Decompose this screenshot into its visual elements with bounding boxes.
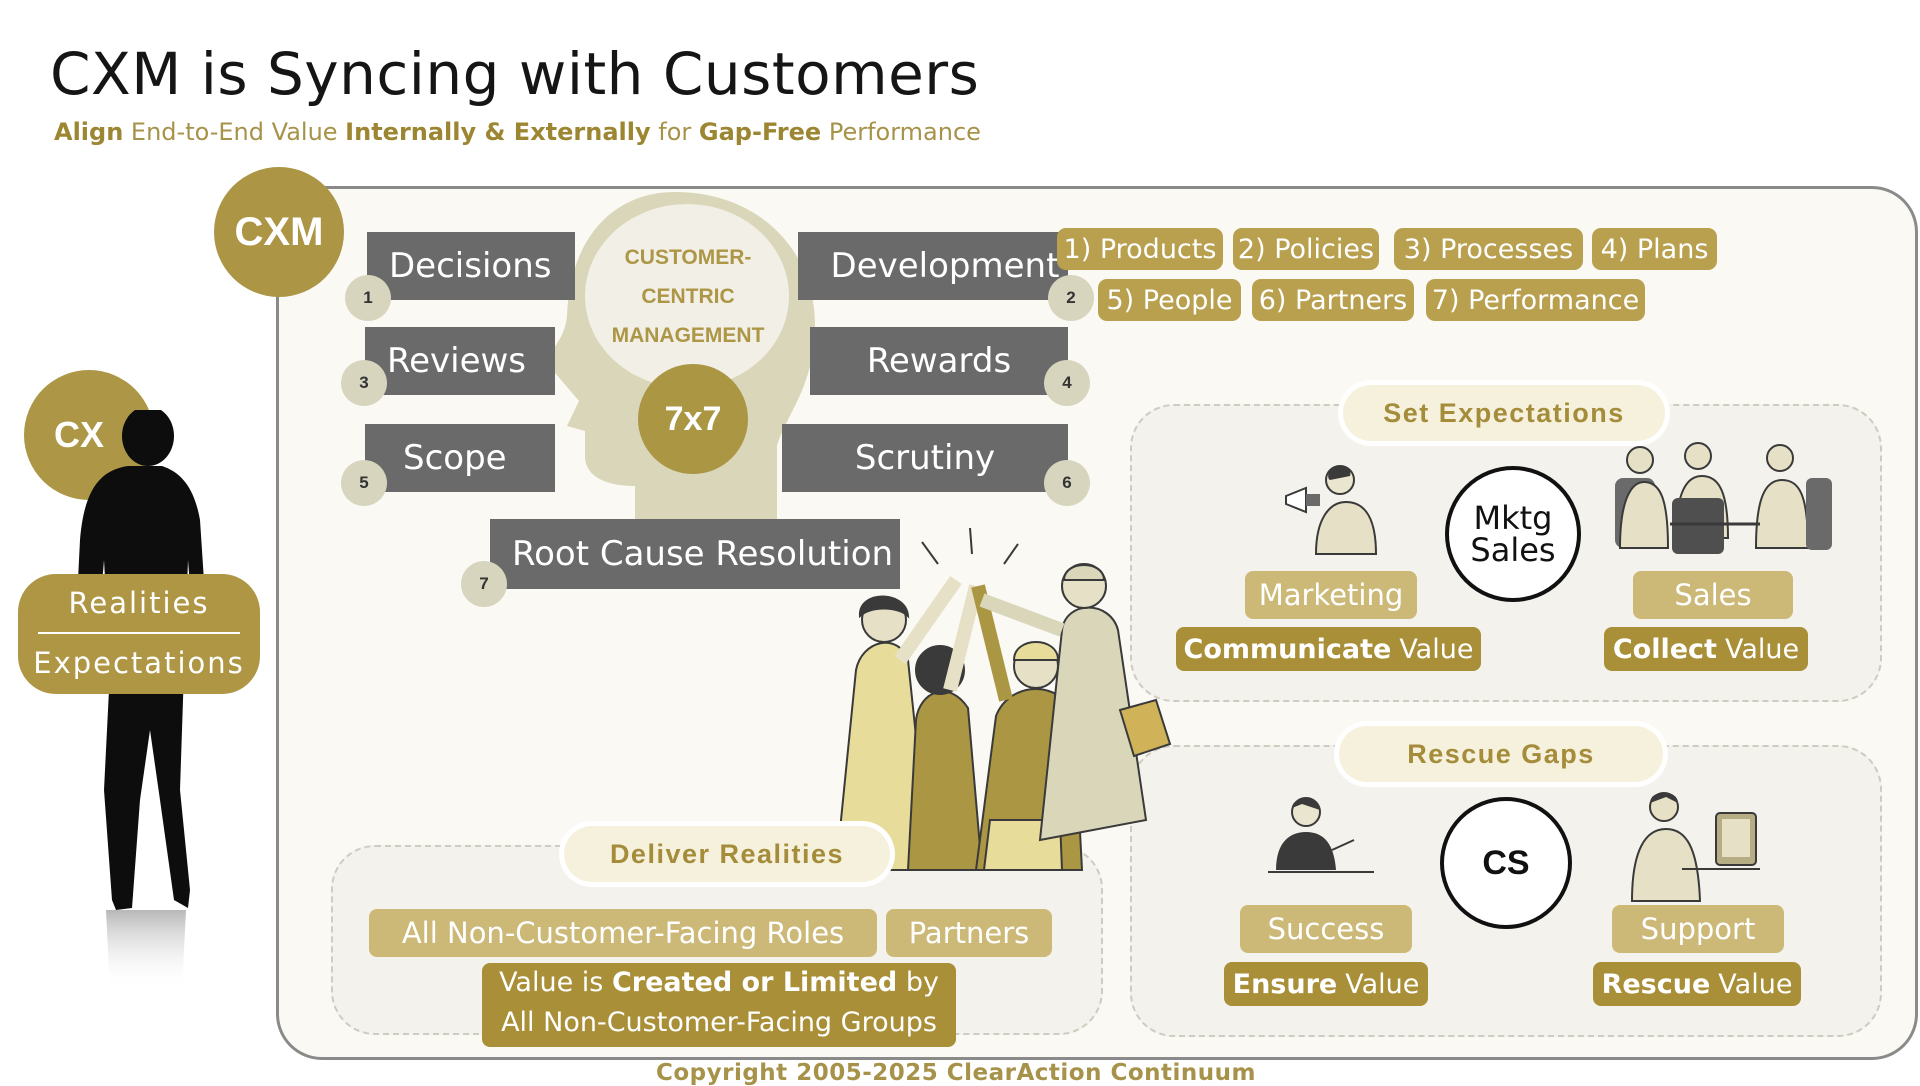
value-statement-line-2: All Non-Customer-Facing Groups [501, 1007, 937, 1038]
number-badge-7: 7 [461, 561, 507, 607]
chip-plans: 4) Plans [1592, 228, 1717, 270]
value-created-or-limited-box: Value is Created or Limited by All Non-C… [482, 963, 956, 1047]
collect-value-text: Value [1724, 633, 1800, 665]
rescue-gaps-title: Rescue Gaps [1339, 726, 1663, 782]
chip-policies: 2) Policies [1233, 228, 1379, 270]
rescue-bold: Rescue [1601, 968, 1711, 1000]
realities-divider [38, 632, 240, 634]
marketing-role-label: Marketing [1245, 571, 1417, 619]
head-text: CUSTOMER- CENTRIC MANAGEMENT [573, 238, 803, 355]
bar-decisions: Decisions [367, 232, 575, 300]
non-customer-facing-roles-label: All Non-Customer-Facing Roles [369, 909, 877, 957]
bar-rewards: Rewards [810, 327, 1068, 395]
value-statement-bold: Created or Limited [611, 967, 898, 998]
ring-mktg-label: Mktg [1473, 499, 1553, 537]
page-subtitle: Align End-to-End Value Internally & Exte… [54, 118, 981, 146]
page-title: CXM is Syncing with Customers [50, 40, 980, 108]
head-text-line-1: CUSTOMER- [624, 246, 752, 269]
number-badge-6: 6 [1044, 460, 1090, 506]
deliver-realities-title: Deliver Realities [564, 826, 890, 882]
head-text-line-2: CENTRIC [641, 285, 735, 308]
head-text-line-3: MANAGEMENT [611, 324, 765, 347]
number-badge-1: 1 [345, 275, 391, 321]
communicate-value-text: Value [1399, 633, 1474, 665]
ring-sales-label: Sales [1470, 531, 1556, 569]
chip-processes: 3) Processes [1394, 228, 1583, 270]
bar-scrutiny: Scrutiny [782, 424, 1068, 492]
number-badge-2: 2 [1048, 275, 1094, 321]
customer-silhouette-icon [74, 410, 208, 990]
bar-reviews: Reviews [365, 327, 555, 395]
number-badge-5: 5 [341, 460, 387, 506]
cs-ring: CS [1440, 797, 1572, 929]
rescue-value-text: Value [1718, 968, 1793, 1000]
ensure-bold: Ensure [1232, 968, 1338, 1000]
sales-meeting-icon [1615, 442, 1832, 554]
value-statement-line-1: Value is Created or Limited by [482, 963, 956, 1003]
subtitle-bold-2: Internally & Externally [345, 118, 651, 146]
subtitle-bold-1: Align [54, 118, 124, 146]
bar-root-cause-resolution: Root Cause Resolution [490, 519, 900, 589]
subtitle-text-1: End-to-End Value [123, 118, 346, 146]
support-role-label: Support [1612, 905, 1784, 953]
subtitle-text-3: Performance [821, 118, 981, 146]
partners-label: Partners [886, 909, 1052, 957]
set-expectations-title: Set Expectations [1343, 385, 1665, 441]
collect-bold: Collect [1612, 633, 1717, 665]
sales-role-label: Sales [1633, 571, 1793, 619]
chip-people: 5) People [1098, 279, 1241, 321]
number-badge-4: 4 [1044, 360, 1090, 406]
subtitle-bold-3: Gap-Free [698, 118, 822, 146]
ensure-value-text: Value [1345, 968, 1420, 1000]
head-silhouette-icon [545, 192, 815, 520]
success-role-label: Success [1240, 905, 1412, 953]
copyright: Copyright 2005-2025 ClearAction Continuu… [655, 1060, 1257, 1086]
value-statement-text-c: by [897, 967, 939, 998]
support-person-icon [1630, 792, 1760, 902]
realities-expectations-box: Realities Expectations [18, 574, 260, 694]
expectations-label: Expectations [33, 646, 245, 680]
chip-partners: 6) Partners [1252, 279, 1414, 321]
cxm-badge: CXM [214, 167, 344, 297]
subtitle-text-2: for [650, 118, 699, 146]
value-statement-text-a: Value is [499, 967, 612, 998]
chip-products: 1) Products [1057, 228, 1223, 270]
communicate-bold: Communicate [1183, 633, 1392, 665]
bar-development: Development [798, 232, 1068, 300]
realities-label: Realities [68, 586, 210, 620]
bar-scope: Scope [365, 424, 555, 492]
seven-by-seven-badge: 7x7 [638, 364, 748, 474]
team-high-five-icon [834, 527, 1172, 871]
success-person-icon [1268, 797, 1374, 873]
marketing-person-icon [1285, 465, 1378, 555]
number-badge-3: 3 [341, 360, 387, 406]
chip-performance: 7) Performance [1426, 279, 1645, 321]
